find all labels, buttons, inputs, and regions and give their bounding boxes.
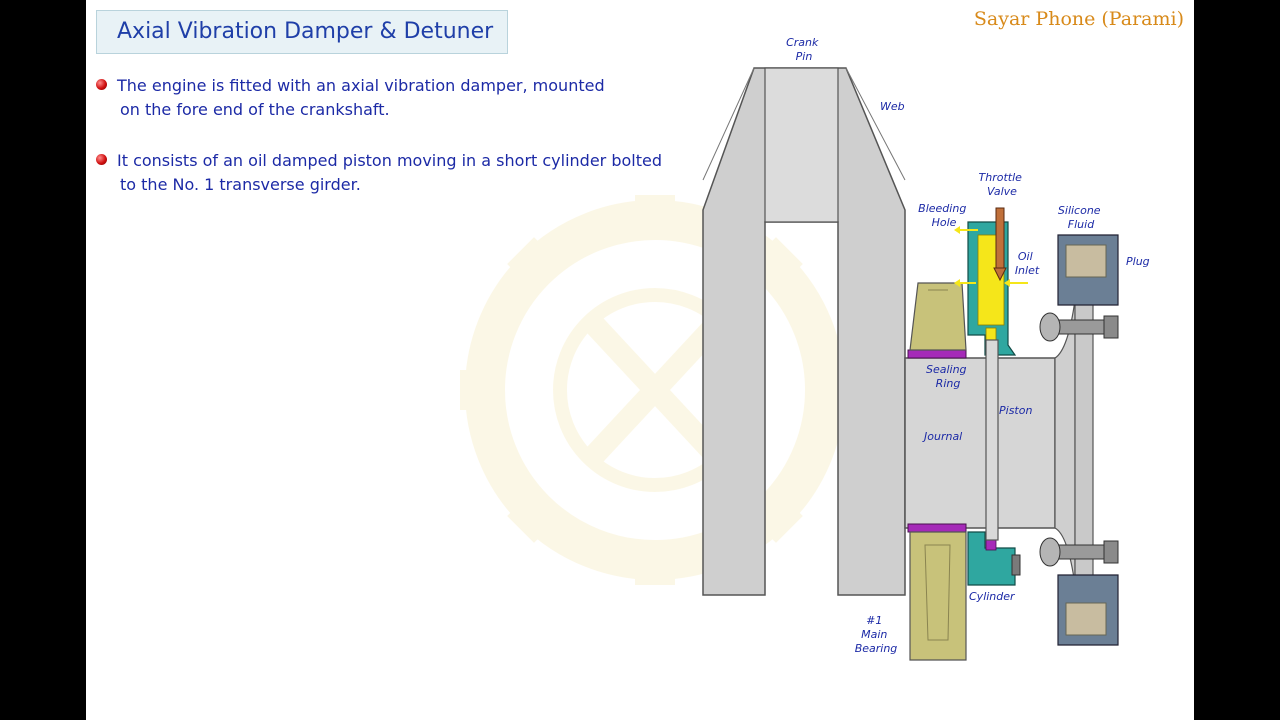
label-crank-pin: Crank Pin: [786, 36, 822, 63]
bullet-2-line-2: to the No. 1 transverse girder.: [120, 175, 361, 194]
label-cylinder: Cylinder: [969, 590, 1016, 603]
bolt-bottom: [1039, 537, 1119, 567]
damper-diagram: Crank Pin Web Throttle Valve Bleeding Ho…: [460, 36, 1150, 661]
piston: [985, 339, 999, 541]
throttle-valve: [995, 207, 1005, 269]
oil-out-arrow-icon: [954, 279, 976, 287]
silicone-fluid-top: [1065, 244, 1107, 278]
sealing-ring-bottom: [907, 523, 967, 533]
slide-title: Axial Vibration Damper & Detuner: [96, 10, 508, 54]
label-plug: Plug: [1126, 255, 1150, 268]
label-sealing-ring: Sealing Ring: [926, 363, 970, 390]
bullet-1-line-1: The engine is fitted with an axial vibra…: [117, 76, 605, 95]
bolt-top: [1039, 312, 1119, 342]
gear-watermark-icon: [460, 195, 850, 585]
label-main-bearing: #1 Main Bearing: [855, 614, 898, 655]
label-silicone-fluid: Silicone Fluid: [1058, 204, 1104, 231]
bleed-arrow-icon: [954, 226, 978, 234]
main-bearing-bottom: [909, 531, 967, 661]
label-web: Web: [880, 100, 905, 113]
bullet-icon: [96, 79, 107, 90]
label-throttle-valve: Throttle Valve: [979, 171, 1026, 198]
label-oil-inlet: Oil Inlet: [1015, 250, 1040, 277]
bullet-2-line-1: It consists of an oil damped piston movi…: [117, 151, 662, 170]
sealing-ring-top: [907, 349, 967, 359]
oil-in-arrow-icon: [1004, 279, 1028, 287]
crank-pin: [764, 67, 839, 223]
silicone-fluid-bottom: [1065, 602, 1107, 636]
label-bleeding-hole: Bleeding Hole: [918, 202, 970, 229]
label-piston: Piston: [999, 404, 1032, 417]
label-journal: Journal: [922, 430, 962, 443]
journal-shaft: [904, 357, 1056, 529]
bullet-1-line-2: on the fore end of the crankshaft.: [120, 100, 390, 119]
brand-watermark: Sayar Phone (Parami): [973, 8, 1184, 30]
slide: Axial Vibration Damper & Detuner Sayar P…: [86, 0, 1194, 720]
bullet-icon: [96, 154, 107, 165]
main-bearing-top: [909, 282, 967, 351]
